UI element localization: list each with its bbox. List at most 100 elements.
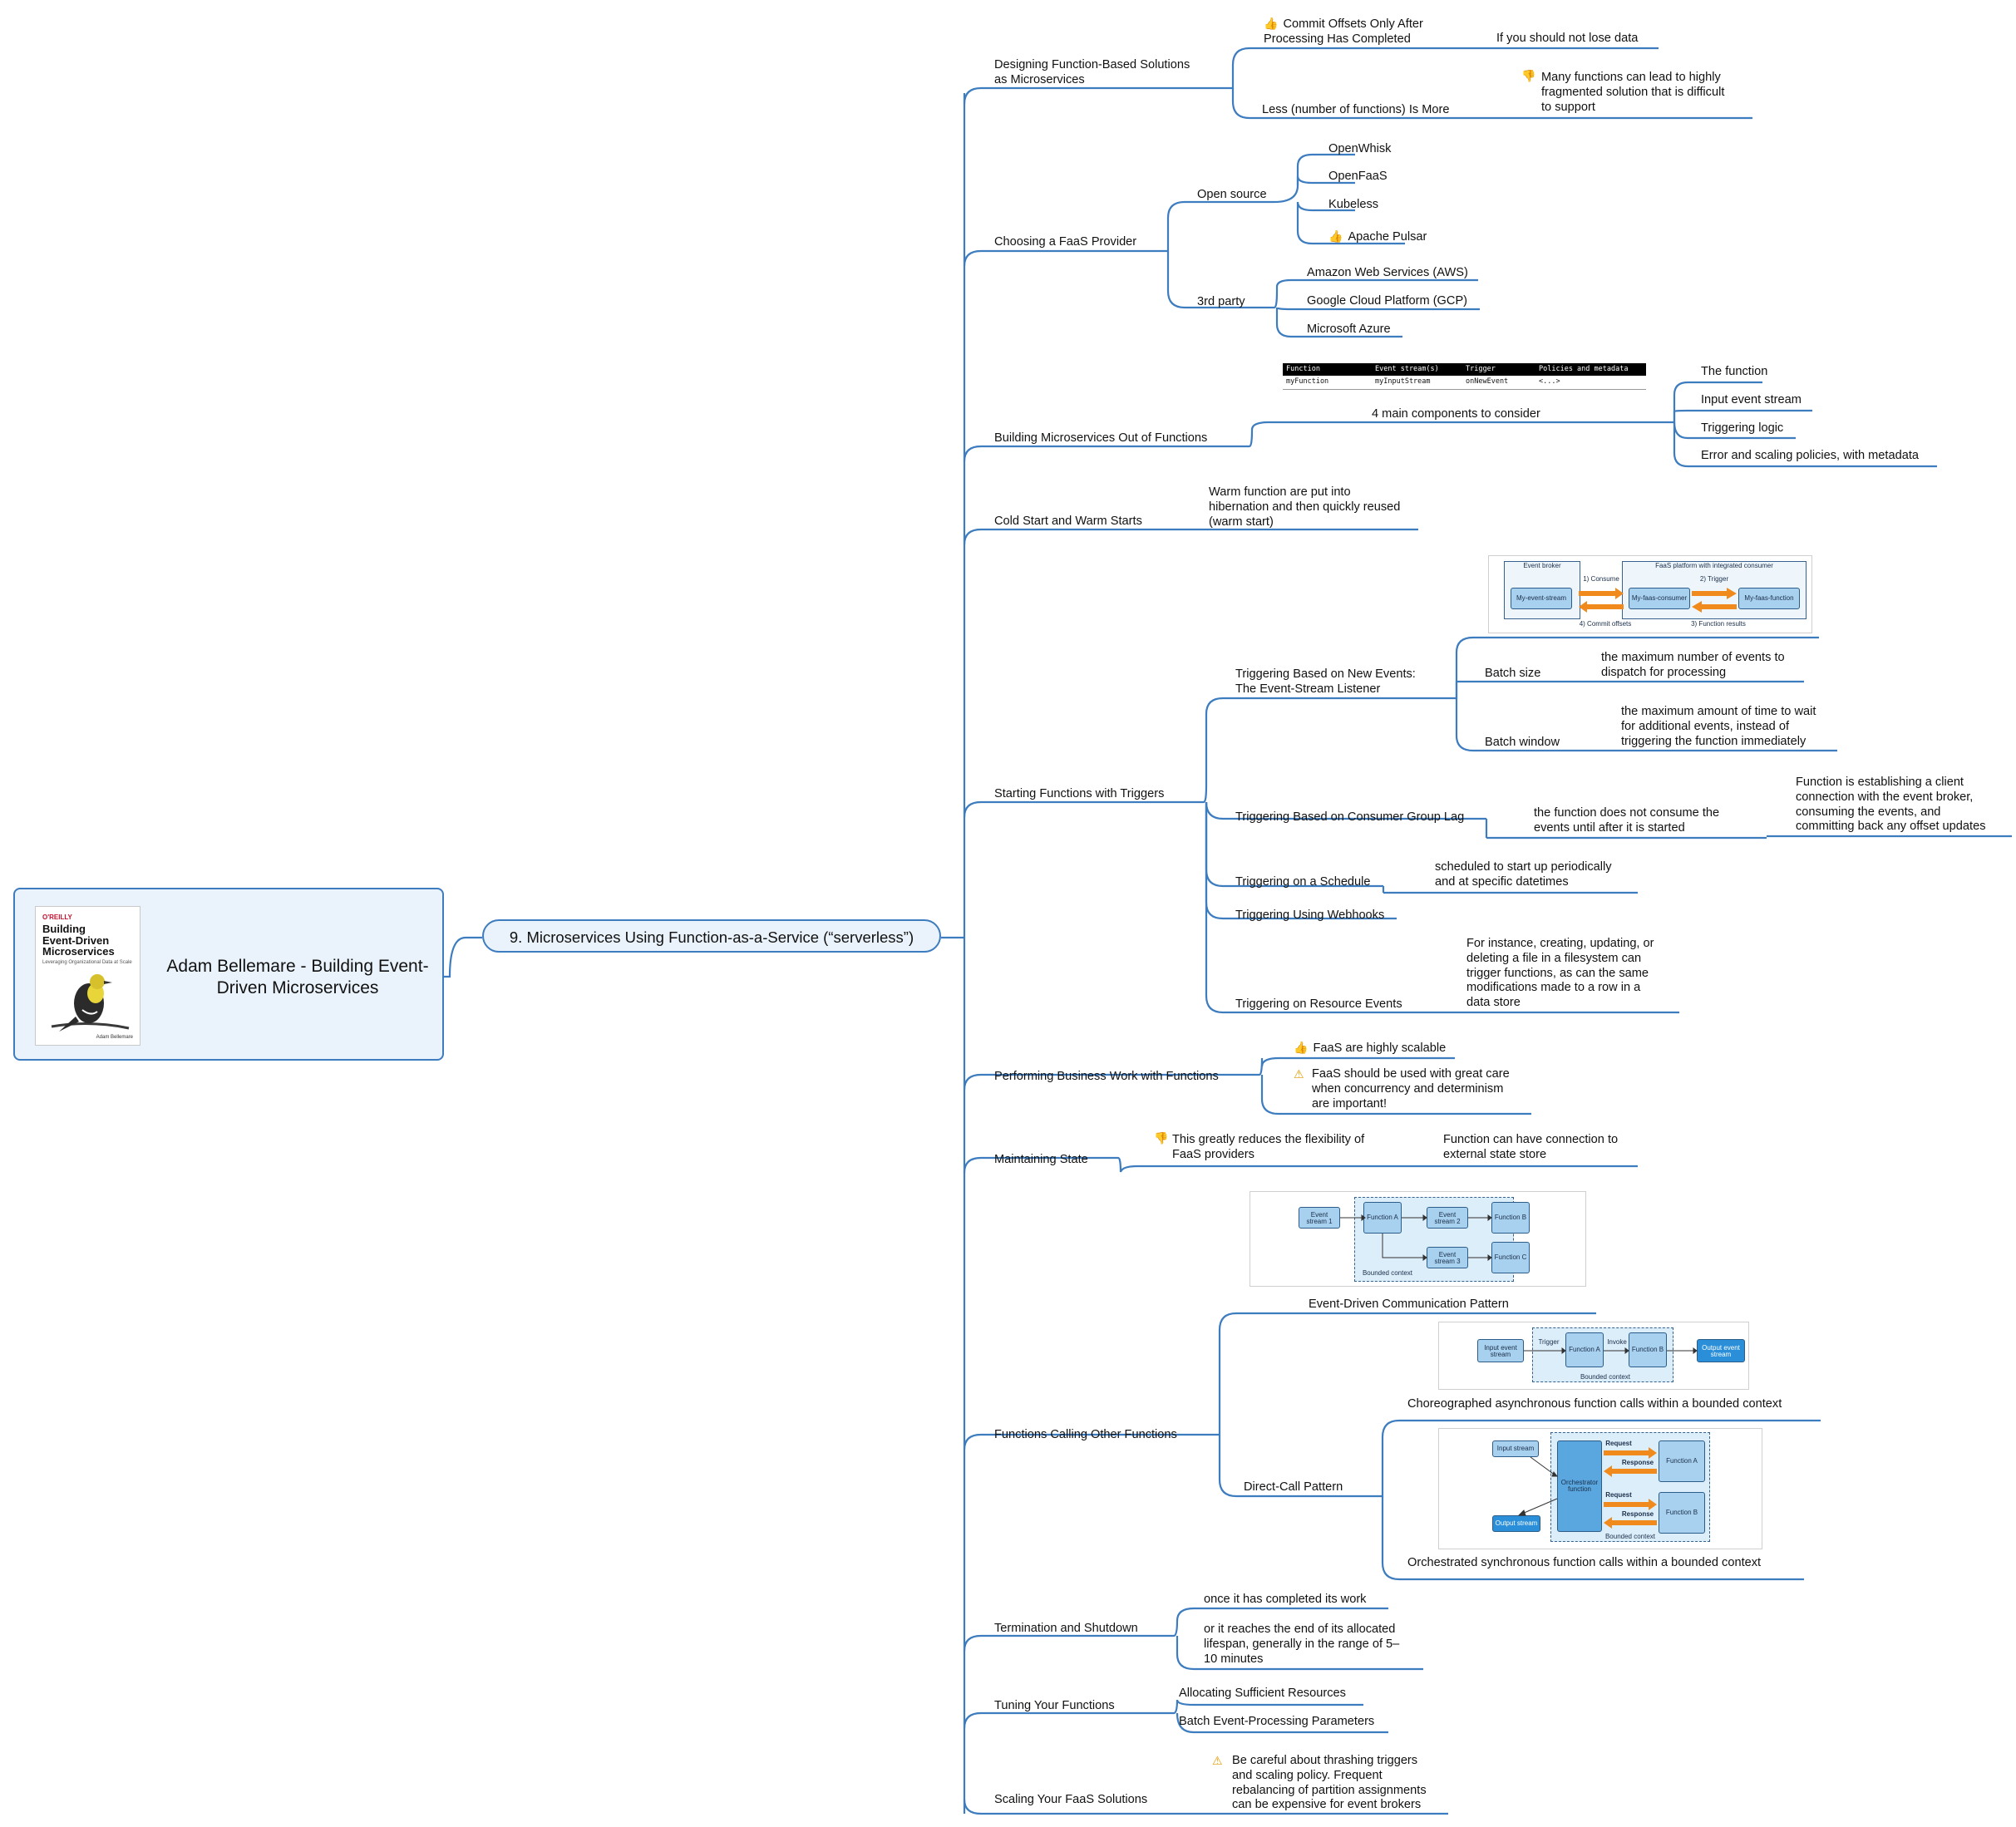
note-batch-window[interactable]: the maximum amount of time to wait for a… bbox=[1621, 705, 1816, 748]
flow-arrows bbox=[1524, 1347, 1698, 1354]
subtopic-great-care[interactable]: ⚠FaaS should be used with great care whe… bbox=[1294, 1067, 1510, 1110]
book-title: Building Event-Driven Microservices bbox=[42, 923, 115, 958]
output-stream-node: Output stream bbox=[1492, 1515, 1540, 1532]
note-batch-size[interactable]: the maximum number of events to dispatch… bbox=[1601, 651, 1785, 679]
subtopic-webhooks[interactable]: Triggering Using Webhooks bbox=[1235, 909, 1385, 922]
topic-scaling[interactable]: Scaling Your FaaS Solutions bbox=[994, 1793, 1148, 1806]
orchestrated-diagram: Bounded context Input stream Orchestrato… bbox=[1438, 1428, 1762, 1549]
consume-label: 1) Consume bbox=[1583, 575, 1619, 583]
thumbs-down-icon: 👎 bbox=[1154, 1131, 1169, 1145]
event-stream-1-node: Event stream 1 bbox=[1299, 1207, 1340, 1229]
component-input-stream[interactable]: Input event stream bbox=[1701, 393, 1802, 406]
note-completed-work[interactable]: once it has completed its work bbox=[1204, 1593, 1367, 1606]
topic-business-work[interactable]: Performing Business Work with Functions bbox=[994, 1070, 1219, 1083]
response-b-label: Response bbox=[1621, 1510, 1654, 1518]
subtopic-batch-parameters[interactable]: Batch Event-Processing Parameters bbox=[1179, 1715, 1375, 1728]
subtopic-event-driven-pattern[interactable]: Event-Driven Communication Pattern bbox=[1309, 1298, 1509, 1311]
subtopic-consumer-lag[interactable]: Triggering Based on Consumer Group Lag bbox=[1235, 810, 1465, 824]
note-warm-start[interactable]: Warm function are put into hibernation a… bbox=[1209, 485, 1401, 529]
flow-arrows bbox=[1517, 1447, 1657, 1529]
subtopic-flexibility[interactable]: 👎This greatly reduces the flexibility of… bbox=[1154, 1131, 1365, 1161]
topic-building-microservices[interactable]: Building Microservices Out of Functions bbox=[994, 431, 1208, 445]
subtopic-batch-window[interactable]: Batch window bbox=[1485, 736, 1560, 749]
input-event-stream-node: Input event stream bbox=[1477, 1339, 1524, 1362]
topic-functions-calling[interactable]: Functions Calling Other Functions bbox=[994, 1428, 1177, 1441]
subtopic-orchestrated[interactable]: Orchestrated synchronous function calls … bbox=[1407, 1556, 1762, 1569]
event-stream-node: My-event-stream bbox=[1511, 588, 1572, 609]
function-c-node: Function C bbox=[1491, 1242, 1530, 1273]
note-resource-events[interactable]: For instance, creating, updating, or del… bbox=[1466, 937, 1654, 1010]
function-a-node: Function A bbox=[1565, 1332, 1604, 1367]
topic-choosing-provider[interactable]: Choosing a FaaS Provider bbox=[994, 235, 1137, 249]
note-commit[interactable]: If you should not lose data bbox=[1496, 32, 1639, 45]
subtopic-resource-events[interactable]: Triggering on Resource Events bbox=[1235, 997, 1402, 1011]
output-event-stream-node: Output event stream bbox=[1697, 1339, 1745, 1362]
item-gcp[interactable]: Google Cloud Platform (GCP) bbox=[1307, 294, 1468, 308]
note-external-state[interactable]: Function can have connection to external… bbox=[1443, 1133, 1619, 1161]
component-function[interactable]: The function bbox=[1701, 365, 1768, 378]
event-broker-label: Event broker bbox=[1523, 562, 1561, 569]
subtopic-schedule[interactable]: Triggering on a Schedule bbox=[1235, 875, 1371, 889]
book-subtitle: Leveraging Organizational Data at Scale bbox=[42, 960, 132, 965]
subtopic-allocating-resources[interactable]: Allocating Sufficient Resources bbox=[1179, 1687, 1346, 1700]
item-openfaas[interactable]: OpenFaaS bbox=[1328, 170, 1388, 183]
note-less[interactable]: 👎Many functions can lead to highly fragm… bbox=[1521, 69, 1725, 114]
subtopic-highly-scalable[interactable]: 👍FaaS are highly scalable bbox=[1294, 1041, 1447, 1055]
request-b-label: Request bbox=[1605, 1491, 1632, 1499]
topic-starting-with-triggers[interactable]: Starting Functions with Triggers bbox=[994, 787, 1165, 800]
bird-icon bbox=[51, 974, 130, 1032]
thumbs-down-icon: 👎 bbox=[1521, 69, 1536, 82]
function-a-node: Function A bbox=[1363, 1202, 1402, 1234]
book-cover-image: O'REILLY Building Event-Driven Microserv… bbox=[35, 906, 140, 1046]
function-components-table: Function Event stream(s) Trigger Policie… bbox=[1283, 363, 1646, 390]
response-a-label: Response bbox=[1621, 1459, 1654, 1466]
results-label: 3) Function results bbox=[1691, 620, 1746, 628]
item-apache-pulsar[interactable]: 👍Apache Pulsar bbox=[1328, 229, 1427, 244]
publisher-logo: O'REILLY bbox=[42, 914, 72, 921]
request-a-label: Request bbox=[1605, 1440, 1632, 1447]
subtopic-new-events[interactable]: Triggering Based on New Events: The Even… bbox=[1235, 667, 1416, 696]
subtopic-four-components[interactable]: 4 main components to consider bbox=[1372, 407, 1540, 421]
subtopic-direct-call[interactable]: Direct-Call Pattern bbox=[1244, 1480, 1343, 1494]
trigger-label: 2) Trigger bbox=[1699, 575, 1729, 583]
function-a-node: Function A bbox=[1659, 1440, 1705, 1482]
item-aws[interactable]: Amazon Web Services (AWS) bbox=[1307, 266, 1468, 279]
function-b-node: Function B bbox=[1659, 1492, 1705, 1534]
root-title: Adam Bellemare - Building Event- Driven … bbox=[166, 957, 429, 998]
subtopic-batch-size[interactable]: Batch size bbox=[1485, 667, 1541, 680]
faas-platform-label: FaaS platform with integrated consumer bbox=[1655, 562, 1773, 569]
subtopic-third-party[interactable]: 3rd party bbox=[1197, 295, 1245, 308]
item-azure[interactable]: Microsoft Azure bbox=[1307, 323, 1391, 336]
input-stream-node: Input stream bbox=[1492, 1440, 1539, 1457]
note-lag-detail[interactable]: Function is establishing a client connec… bbox=[1796, 776, 1986, 834]
note-schedule[interactable]: scheduled to start up periodically and a… bbox=[1435, 860, 1612, 889]
topic-tuning[interactable]: Tuning Your Functions bbox=[994, 1699, 1115, 1712]
note-allocated-lifespan[interactable]: or it reaches the end of its allocated l… bbox=[1204, 1623, 1400, 1666]
function-b-node: Function B bbox=[1491, 1202, 1530, 1234]
function-b-node: Function B bbox=[1629, 1332, 1667, 1367]
note-lag[interactable]: the function does not consume the events… bbox=[1534, 806, 1720, 835]
warning-icon: ⚠ bbox=[1294, 1067, 1304, 1081]
flow-arrows bbox=[1340, 1214, 1492, 1261]
faas-consumer-diagram: Event broker My-event-stream FaaS platfo… bbox=[1488, 555, 1812, 633]
item-kubeless[interactable]: Kubeless bbox=[1328, 198, 1379, 211]
subtopic-less-is-more[interactable]: Less (number of functions) Is More bbox=[1262, 103, 1450, 116]
item-openwhisk[interactable]: OpenWhisk bbox=[1328, 142, 1392, 155]
root-topic[interactable]: O'REILLY Building Event-Driven Microserv… bbox=[13, 888, 444, 1061]
trigger-label: Trigger bbox=[1538, 1338, 1560, 1346]
subtopic-choreographed[interactable]: Choreographed asynchronous function call… bbox=[1407, 1397, 1782, 1411]
note-thrashing[interactable]: ⚠Be careful about thrashing triggers and… bbox=[1212, 1754, 1427, 1812]
topic-cold-warm-starts[interactable]: Cold Start and Warm Starts bbox=[994, 515, 1142, 528]
topic-designing[interactable]: Designing Function-Based Solutions as Mi… bbox=[994, 58, 1190, 86]
orchestrator-node: Orchestrator function bbox=[1557, 1440, 1602, 1532]
topic-termination[interactable]: Termination and Shutdown bbox=[994, 1622, 1138, 1635]
chapter-topic[interactable]: 9. Microservices Using Function-as-a-Ser… bbox=[482, 919, 941, 953]
subtopic-open-source[interactable]: Open source bbox=[1197, 188, 1267, 201]
subtopic-commit-offsets[interactable]: 👍Commit Offsets Only After Processing Ha… bbox=[1264, 17, 1423, 46]
component-triggering-logic[interactable]: Triggering logic bbox=[1701, 421, 1784, 435]
component-error-scaling[interactable]: Error and scaling policies, with metadat… bbox=[1701, 449, 1920, 462]
faas-consumer-node: My-faas-consumer bbox=[1629, 588, 1690, 609]
thumbs-up-icon: 👍 bbox=[1294, 1041, 1309, 1054]
topic-maintaining-state[interactable]: Maintaining State bbox=[994, 1153, 1088, 1166]
